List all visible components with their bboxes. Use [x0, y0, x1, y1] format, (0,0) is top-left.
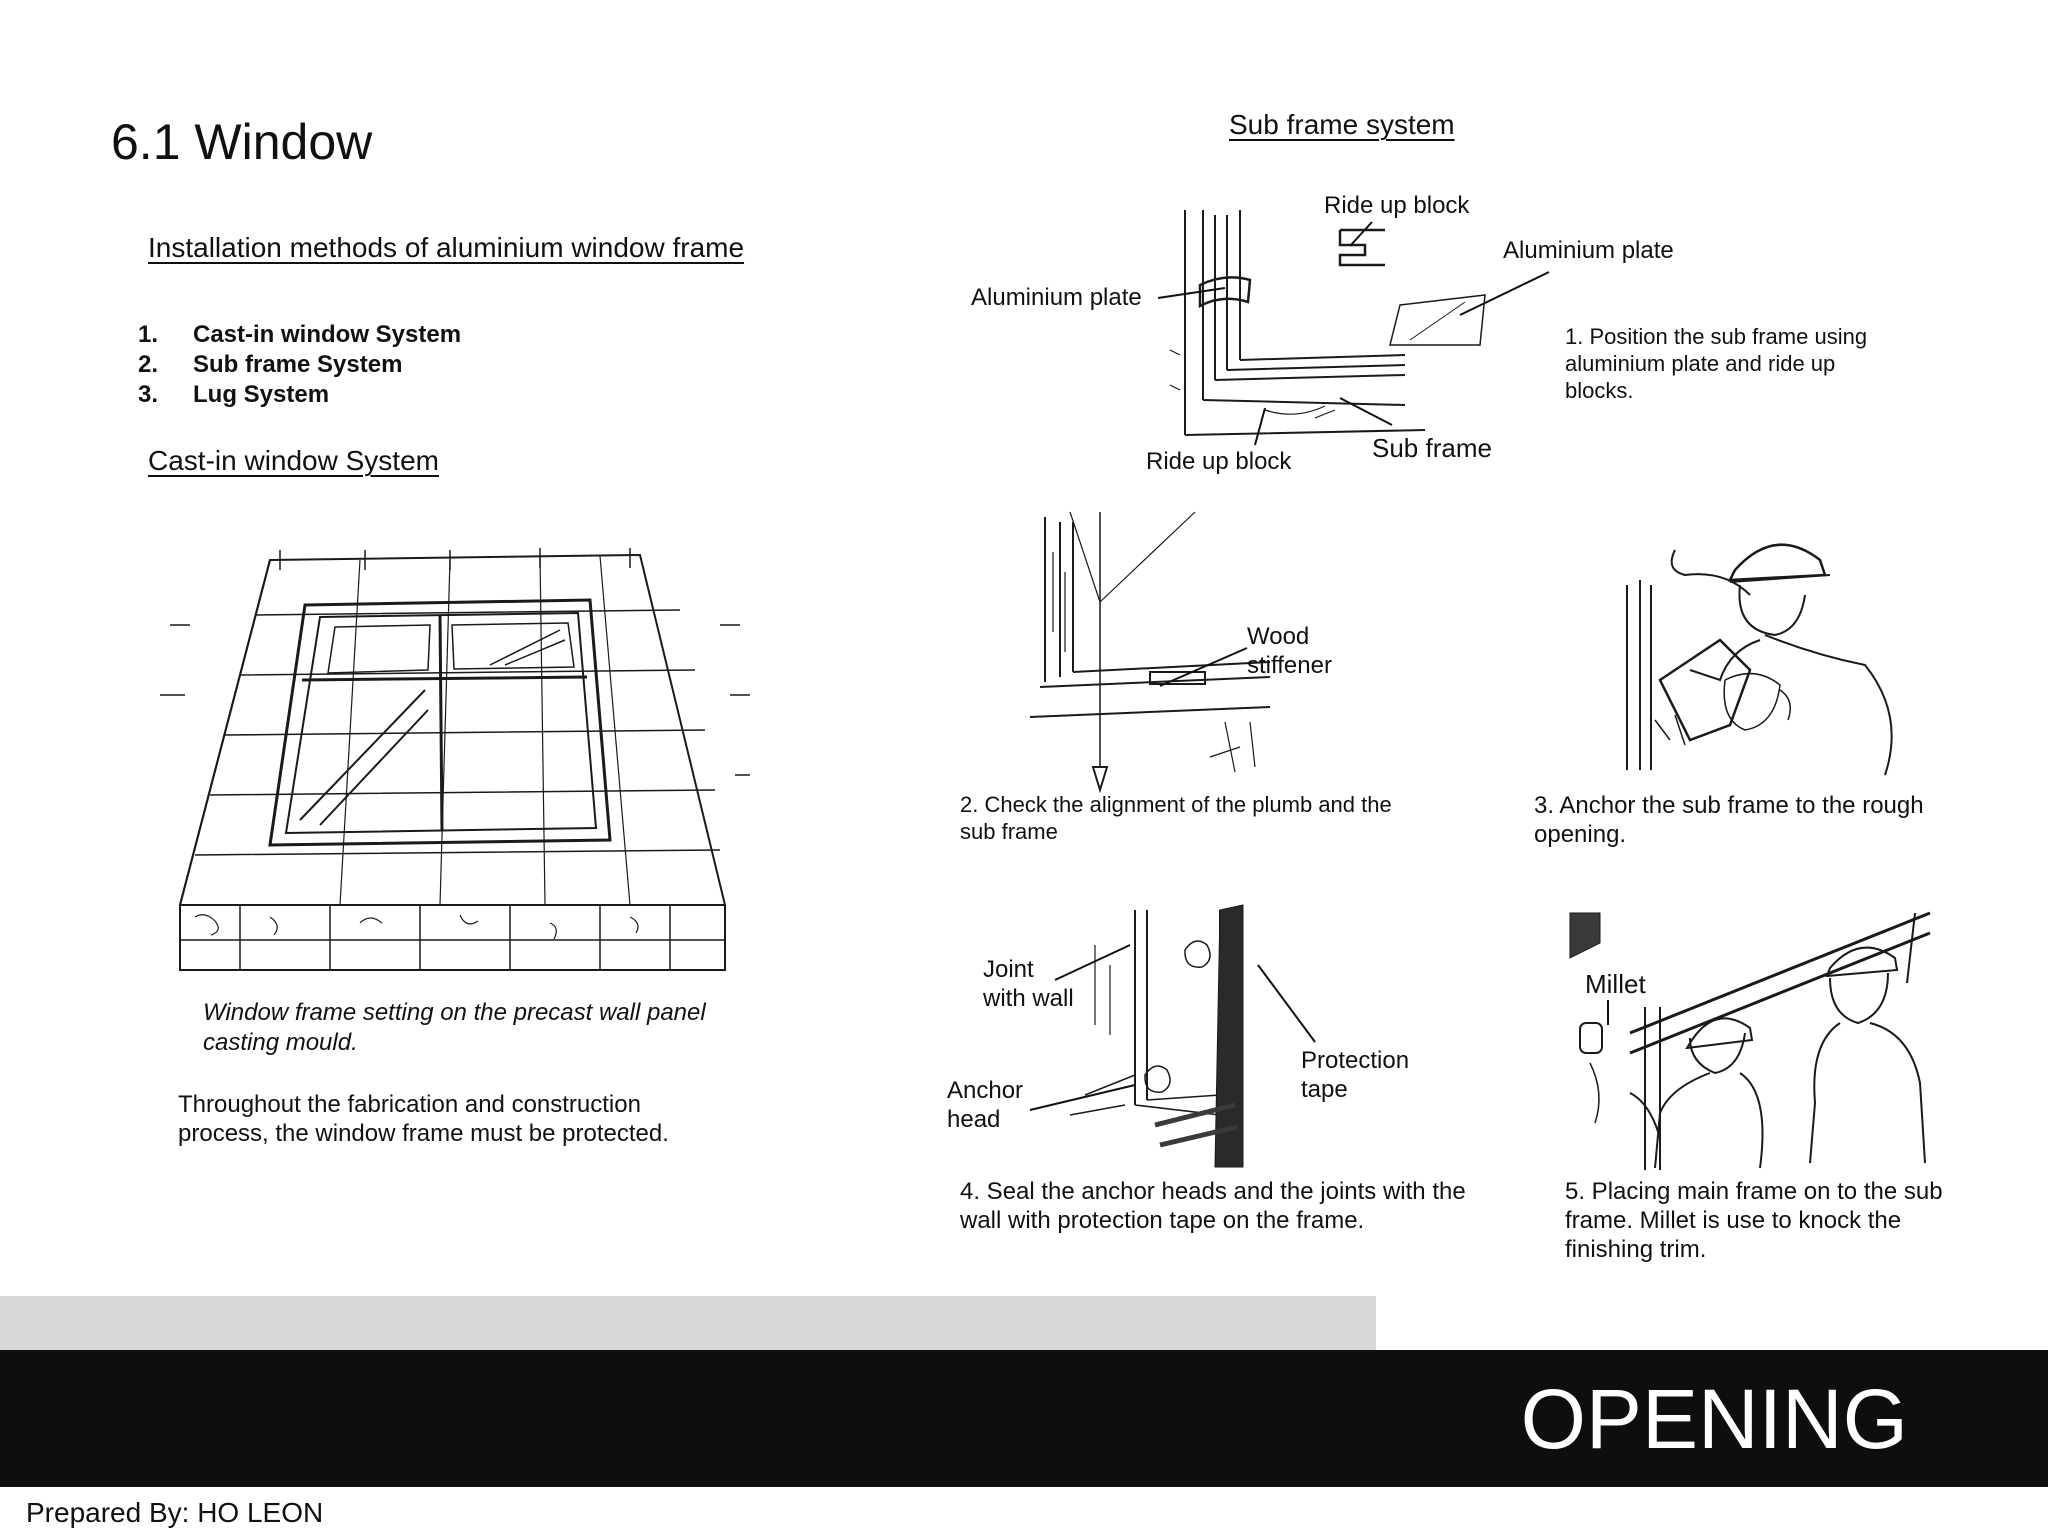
castin-note-line: process, the window frame must be protec…	[178, 1120, 669, 1147]
step1-caption: 1. Position the sub frame using aluminiu…	[1565, 324, 1868, 403]
castin-caption-line: casting mould.	[203, 1029, 358, 1056]
label-joint-line: with wall	[983, 985, 1074, 1012]
install-heading: Installation methods of aluminium window…	[148, 232, 745, 263]
page-title: 6.1 Window	[111, 114, 373, 170]
footer-banner: OPENING	[0, 1350, 2048, 1487]
label-sub-frame: Sub frame	[1372, 433, 1492, 463]
label-protection-tape: Protection tape	[1301, 1046, 1409, 1104]
label-tape-line: tape	[1301, 1076, 1348, 1103]
method-number: 3.	[138, 381, 159, 408]
castin-caption-line: Window frame setting on the precast wall…	[203, 999, 706, 1026]
label-wood-line: Wood	[1247, 623, 1310, 650]
banner-title: OPENING	[1520, 1372, 1908, 1466]
castin-note: Throughout the fabrication and construct…	[178, 1090, 669, 1148]
label-anchor-line: head	[947, 1106, 1001, 1133]
step3-caption: 3. Anchor the sub frame to the rough ope…	[1534, 792, 1924, 848]
label-joint-line: Joint	[983, 956, 1034, 983]
label-aluminium-plate-right: Aluminium plate	[1503, 237, 1674, 264]
castin-note-line: Throughout the fabrication and construct…	[178, 1091, 641, 1118]
prepared-by: Prepared By: HO LEON	[26, 1497, 324, 1528]
label-millet: Millet	[1585, 969, 1646, 999]
label-ride-up-block-bottom: Ride up block	[1146, 448, 1292, 475]
label-aluminium-plate-left: Aluminium plate	[971, 284, 1142, 311]
step4-seal-sketch	[1065, 905, 1270, 1167]
step3-anchor-sketch	[1615, 530, 1910, 770]
label-wood-line: stiffener	[1247, 652, 1332, 679]
method-number: 2.	[138, 351, 159, 378]
castin-window-sketch	[160, 545, 750, 985]
step5-caption: 5. Placing main frame on to the sub fram…	[1565, 1178, 1943, 1263]
label-tape-line: Protection	[1301, 1047, 1410, 1074]
label-anchor-line: Anchor	[947, 1077, 1024, 1104]
step1-subframe-sketch	[1165, 210, 1485, 445]
label-wood-stiffener: Wood stiffener	[1247, 622, 1332, 680]
method-label: Cast-in window System	[193, 321, 462, 348]
step4-caption: 4. Seal the anchor heads and the joints …	[960, 1178, 1466, 1234]
subframe-heading: Sub frame system	[1229, 109, 1455, 140]
label-anchor-head: Anchor head	[947, 1076, 1023, 1134]
millet-label-bg	[1578, 965, 1664, 1007]
grey-band	[0, 1296, 1376, 1350]
method-label: Sub frame System	[193, 351, 403, 378]
castin-caption: Window frame setting on the precast wall…	[203, 998, 706, 1058]
label-ride-up-block-top: Ride up block	[1324, 192, 1470, 219]
label-joint-with-wall: Joint with wall	[983, 955, 1074, 1013]
method-number: 1.	[138, 321, 159, 348]
method-label: Lug System	[193, 381, 330, 408]
castin-heading: Cast-in window System	[148, 445, 439, 476]
step5-main-frame-sketch	[1570, 913, 1940, 1170]
step2-caption: 2. Check the alignment of the plumb and …	[960, 792, 1392, 844]
